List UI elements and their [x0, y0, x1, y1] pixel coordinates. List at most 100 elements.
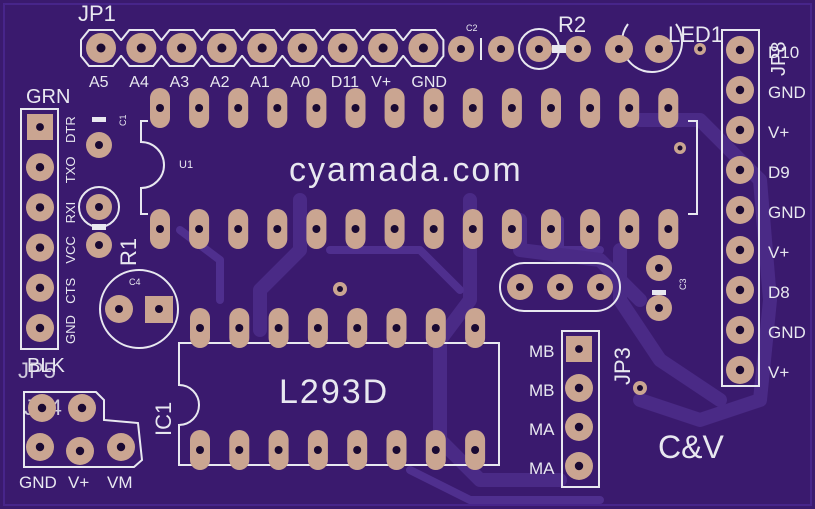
ic1-pin: [386, 308, 407, 348]
jp3-pin-label: MA: [529, 459, 555, 478]
u1-pin: [619, 209, 640, 249]
ic1-value: L293D: [279, 373, 389, 411]
ic1-pin: [190, 308, 210, 348]
ic1-label: IC1: [151, 402, 176, 436]
c4-label: C4: [129, 277, 141, 287]
serial-header-grn-label: GRN: [26, 86, 70, 108]
jp8-pin: [726, 236, 754, 264]
serial-pin: [26, 233, 54, 262]
u1-pin: [384, 88, 405, 128]
jp3-label: JP3: [610, 347, 635, 385]
serial-pin: [26, 314, 54, 342]
jp8-pin-label: GND: [768, 83, 806, 102]
u1-pin: [423, 209, 444, 249]
jp3-outline: [561, 330, 600, 488]
jp1-pin: [126, 33, 157, 63]
u1-pin: [267, 88, 288, 128]
jp1-pin-label: A3: [170, 74, 190, 91]
jp1-pin: [166, 33, 197, 63]
serial-pin: [26, 193, 54, 222]
u1-pin: [189, 88, 210, 128]
power-pin: [107, 433, 135, 461]
jp8-pin: [726, 356, 754, 384]
jp1-pin: [408, 33, 439, 63]
serial-header-blk-label: BLK: [27, 355, 65, 377]
u1-pin: [462, 88, 483, 128]
c3-capacitor: [646, 255, 672, 321]
u1-pin: [306, 88, 327, 128]
jp8-pin-label: V+: [768, 123, 789, 142]
board-mark: C&V: [658, 429, 724, 465]
u1-pin: [462, 209, 483, 249]
u1-pin: [306, 209, 327, 249]
c4-capacitor: [99, 269, 179, 349]
jp8-pin-label: V+: [768, 363, 789, 382]
jp8-pin: [726, 196, 754, 224]
jp1-pin: [206, 33, 237, 63]
power-pin: [68, 394, 96, 422]
jp8-pin-label: D8: [768, 283, 790, 302]
jp3-pin: [565, 452, 593, 480]
u1-pins: [150, 88, 679, 249]
jp8-pin-label: D9: [768, 163, 790, 182]
power-label: V+: [68, 473, 89, 492]
u1-pin: [580, 88, 601, 128]
r2-resistor: [518, 28, 591, 70]
serial-pin: [26, 273, 54, 302]
u1-pin: [541, 88, 561, 128]
r1-label: R1: [116, 238, 141, 266]
jp1-pin-label: V+: [371, 74, 391, 91]
r1-resistor: [78, 186, 120, 258]
led1-component: [605, 23, 706, 73]
ic1-pin: [347, 308, 368, 348]
u1-pin: [150, 209, 170, 249]
serial-pin-label: TXO: [63, 156, 78, 183]
jp1-pin: [247, 33, 278, 63]
power-label: VM: [107, 473, 133, 492]
serial-pin: [27, 114, 53, 140]
u1-pin: [228, 88, 249, 128]
u1-pin: [619, 88, 640, 128]
c3-label: C3: [678, 278, 688, 290]
ic1-pin: [307, 308, 328, 348]
jp8-pin-label: GND: [768, 203, 806, 222]
jp8-outline: [721, 29, 760, 387]
u1-pin: [345, 88, 366, 128]
ic1-pin: [268, 430, 289, 470]
jp3-pin-label: MA: [529, 420, 555, 439]
power-pin: [28, 394, 56, 422]
ic1-pins: [190, 308, 486, 470]
u1-pin: [267, 209, 288, 249]
power-header-outline: [23, 391, 144, 468]
jp1-pin-label: A0: [291, 74, 311, 91]
u1-pin: [501, 209, 522, 249]
jp1-pin: [287, 33, 318, 63]
ic1-pin: [229, 308, 250, 348]
c1-capacitor: [86, 117, 112, 158]
jp1-pin: [327, 33, 358, 63]
power-header-pins: [26, 394, 135, 465]
ic1-pin: [425, 430, 446, 470]
ic1-pin: [190, 430, 210, 470]
jp1-title: JP1: [78, 1, 116, 26]
power-label: GND: [19, 473, 57, 492]
ic1-chip: [178, 342, 500, 466]
ic1-pin: [386, 430, 407, 470]
serial-pin-label: VCC: [63, 236, 78, 263]
jp8-pin-label: V+: [768, 243, 789, 262]
jp8-pin: [726, 316, 754, 344]
jp1-pin-label: A1: [250, 74, 270, 91]
jp8-pin: [726, 156, 754, 184]
jp3-pin-label: MB: [529, 342, 555, 361]
power-header-labels: GND V+ VM: [19, 473, 133, 492]
u1-chip: [140, 120, 698, 215]
jp1-outline: [80, 29, 445, 67]
u1-label: U1: [179, 159, 193, 171]
jp1-pin-label: D11: [331, 74, 359, 91]
serial-pin-label: RXI: [63, 202, 78, 224]
